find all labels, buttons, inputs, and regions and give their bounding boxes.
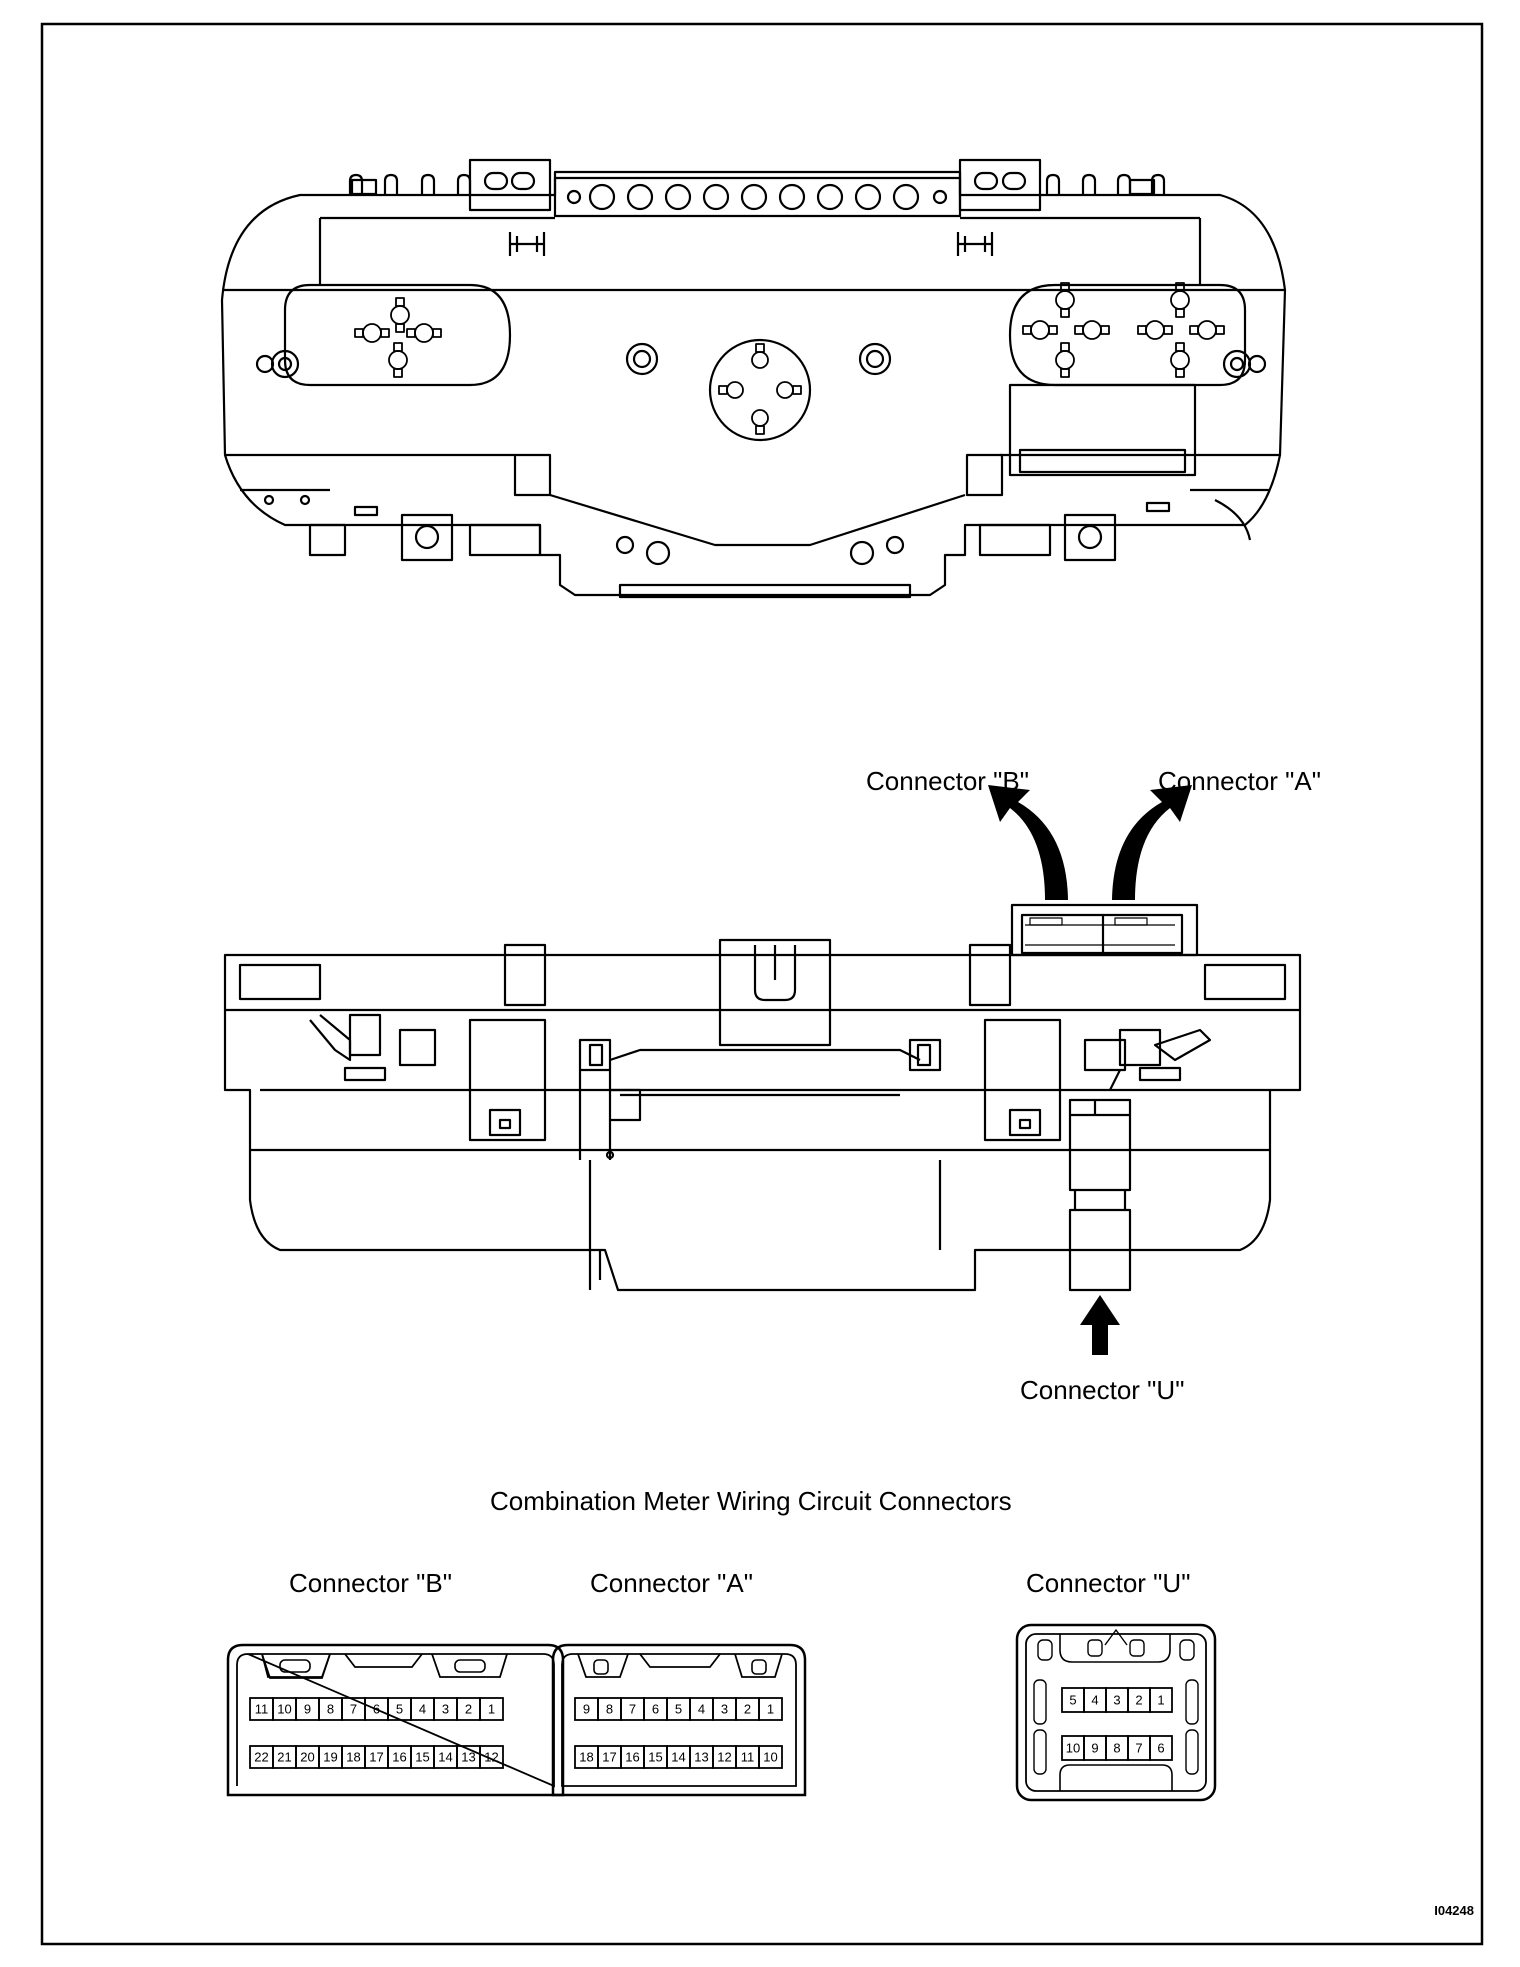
- pin-number: 13: [694, 1750, 708, 1765]
- pin-number: 14: [671, 1750, 685, 1765]
- pin-number: 4: [698, 1702, 705, 1717]
- pin-number: 16: [392, 1750, 406, 1765]
- left-gauge-plate: [283, 283, 512, 387]
- pin-number: 10: [1066, 1741, 1080, 1756]
- pin-number: 1: [1157, 1693, 1164, 1708]
- pin-number: 3: [1113, 1693, 1120, 1708]
- pin-number: 1: [488, 1702, 495, 1717]
- pin-number: 3: [442, 1702, 449, 1717]
- pin-number: 10: [763, 1750, 777, 1765]
- pin-number: 17: [602, 1750, 616, 1765]
- pin-number: 6: [373, 1702, 380, 1717]
- connector-u-plug: [1068, 1098, 1132, 1192]
- pin-number: 4: [1091, 1693, 1098, 1708]
- pin-number: 9: [1091, 1741, 1098, 1756]
- top-tabs: [348, 173, 1166, 196]
- pin-number: 15: [648, 1750, 662, 1765]
- pin-cell: [758, 1697, 783, 1721]
- arrow-connector-u: [1080, 1295, 1120, 1355]
- pin-number: 7: [350, 1702, 357, 1717]
- pin-number: 5: [1069, 1693, 1076, 1708]
- callout-connector-b: Connector "B": [866, 766, 1029, 796]
- meter-rear-view: [220, 158, 1287, 599]
- pin-cell: [758, 1745, 783, 1769]
- pin-cell: [1149, 1735, 1173, 1761]
- pin-number: 18: [346, 1750, 360, 1765]
- pin-number: 12: [717, 1750, 731, 1765]
- section-title: Combination Meter Wiring Circuit Connect…: [490, 1486, 1012, 1516]
- pin-number: 19: [323, 1750, 337, 1765]
- pin-number: 4: [419, 1702, 426, 1717]
- pin-number: 13: [461, 1750, 475, 1765]
- pin-number: 5: [396, 1702, 403, 1717]
- callout-connector-u: Connector "U": [1020, 1375, 1185, 1405]
- pin-number: 21: [277, 1750, 291, 1765]
- pin-number: 16: [625, 1750, 639, 1765]
- pin-number: 11: [255, 1702, 269, 1717]
- pin-number: 12: [484, 1750, 498, 1765]
- center-gauge: [708, 338, 812, 442]
- pin-number: 18: [579, 1750, 593, 1765]
- meter-body-outline: [220, 170, 1287, 597]
- terminal-clusters: [354, 282, 1225, 378]
- pin-number: 14: [438, 1750, 452, 1765]
- figure-id: I04248: [1434, 1903, 1474, 1918]
- pin-cell: [479, 1697, 504, 1721]
- pin-number: 7: [629, 1702, 636, 1717]
- pin-number: 8: [327, 1702, 334, 1717]
- connector-a-top-row: 9 8 7 6 5 4 3 2 1: [574, 1697, 783, 1721]
- pin-number: 9: [583, 1702, 590, 1717]
- pin-number: 1: [767, 1702, 774, 1717]
- pin-number: 9: [304, 1702, 311, 1717]
- pin-number: 2: [744, 1702, 751, 1717]
- connector-a-label: Connector "A": [590, 1568, 753, 1598]
- pin-number: 20: [300, 1750, 314, 1765]
- pin-number: 2: [1135, 1693, 1142, 1708]
- pin-number: 10: [277, 1702, 291, 1717]
- connector-b-bottom-row: 22 21 20 19 18 17 16 15 14 13 12: [249, 1745, 504, 1769]
- right-gauge-plate: [1008, 283, 1247, 387]
- pin-cell: [479, 1745, 504, 1769]
- pin-number: 22: [254, 1750, 268, 1765]
- pin-number: 6: [652, 1702, 659, 1717]
- arrow-connector-a: [1112, 785, 1192, 900]
- page-frame: [40, 22, 1484, 1946]
- pin-number: 8: [606, 1702, 613, 1717]
- pin-number: 8: [1113, 1741, 1120, 1756]
- connector-b-label: Connector "B": [289, 1568, 452, 1598]
- pin-number: 15: [415, 1750, 429, 1765]
- pin-number: 7: [1135, 1741, 1142, 1756]
- pin-cell: [1149, 1687, 1173, 1713]
- meter-bottom-view: [223, 903, 1302, 1292]
- connector-ab-block: [1010, 903, 1199, 957]
- callout-connector-a: Connector "A": [1158, 766, 1321, 796]
- connector-a-face: 9 8 7 6 5 4 3 2 1 18 17 16 15 14 13 12 11 10: [551, 1643, 807, 1797]
- connector-b-top-row: 11 10 9 8 7 6 5 4 3 2 1: [249, 1697, 504, 1721]
- pin-number: 3: [721, 1702, 728, 1717]
- arrow-connector-b: [988, 785, 1068, 900]
- pin-number: 11: [741, 1750, 755, 1765]
- pin-number: 17: [369, 1750, 383, 1765]
- connector-a-bottom-row: 18 17 16 15 14 13 12 11 10: [574, 1745, 783, 1769]
- pin-number: 5: [675, 1702, 682, 1717]
- indicator-holes: [566, 183, 948, 211]
- pin-number: 6: [1157, 1741, 1164, 1756]
- connector-u-label: Connector "U": [1026, 1568, 1191, 1598]
- pin-number: 2: [465, 1702, 472, 1717]
- bottom-body-outline: [223, 953, 1302, 1292]
